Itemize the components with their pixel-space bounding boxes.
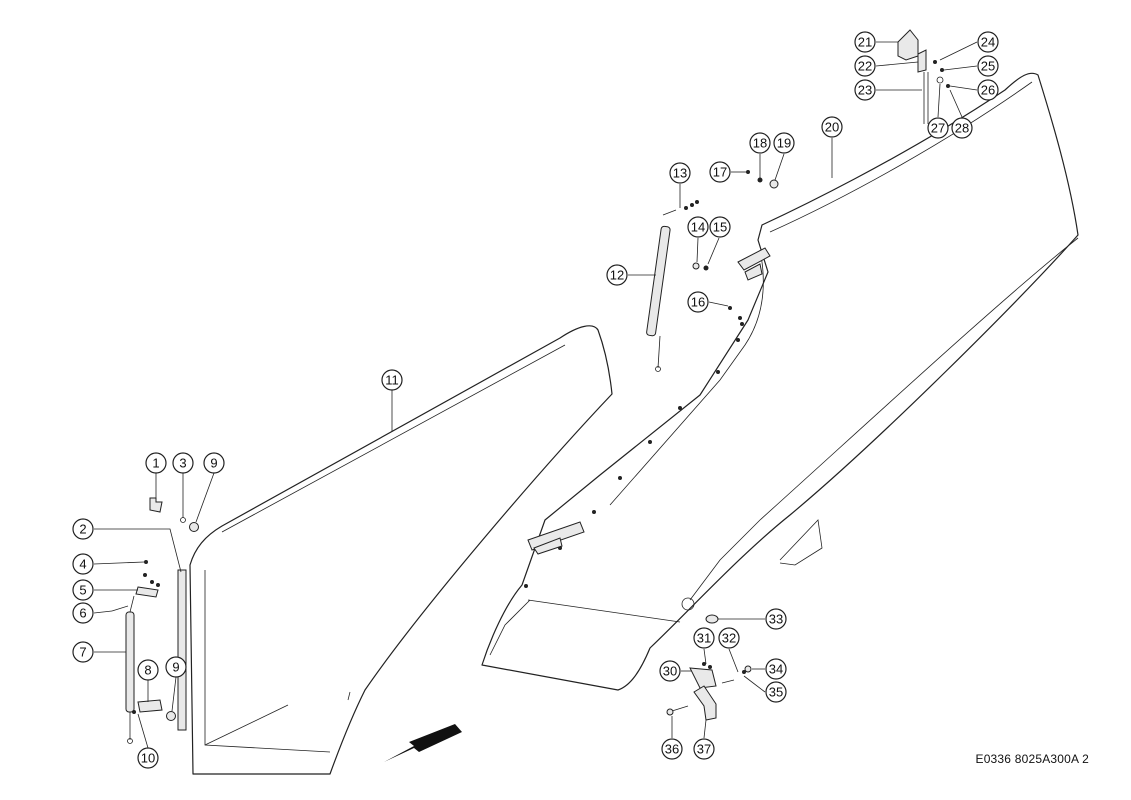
svg-text:4: 4 xyxy=(79,557,86,572)
direction-arrow xyxy=(384,724,462,762)
svg-text:8: 8 xyxy=(144,663,151,678)
callout-17: 17 xyxy=(709,161,731,183)
callout-26a: 26 xyxy=(977,79,999,101)
callout-31: 31 xyxy=(693,627,715,649)
svg-text:11: 11 xyxy=(385,373,399,388)
svg-text:1: 1 xyxy=(152,456,159,471)
callout-11: 11 xyxy=(381,369,403,391)
gas-strut-lower xyxy=(125,595,135,744)
callout-12: 12 xyxy=(606,264,628,286)
svg-text:24: 24 xyxy=(981,35,995,50)
callout-14: 14 xyxy=(687,216,709,238)
drawing-reference-code: E0336 8025A300A 2 xyxy=(975,752,1089,766)
gas-strut-upper xyxy=(646,209,677,372)
callout-24: 24 xyxy=(977,31,999,53)
callout-37: 37 xyxy=(693,738,715,760)
callout-9a: 9 xyxy=(203,452,225,474)
svg-text:18: 18 xyxy=(753,136,767,151)
callout-28: 28 xyxy=(951,117,973,139)
svg-text:22: 22 xyxy=(858,59,872,74)
svg-text:9: 9 xyxy=(172,660,179,675)
svg-text:2: 2 xyxy=(79,522,86,537)
callout-23: 23 xyxy=(854,79,876,101)
hardware-mid-right xyxy=(684,170,779,326)
hardware-left xyxy=(111,497,199,721)
svg-text:10: 10 xyxy=(141,751,155,766)
svg-text:21: 21 xyxy=(858,35,872,50)
svg-text:35: 35 xyxy=(769,685,783,700)
svg-text:23: 23 xyxy=(858,83,872,98)
callout-35: 35 xyxy=(765,681,787,703)
callout-27: 27 xyxy=(927,117,949,139)
right-side-panel xyxy=(481,72,1079,691)
callout-20: 20 xyxy=(821,116,843,138)
leader-lines xyxy=(93,41,978,749)
callout-30: 30 xyxy=(659,660,681,682)
callout-34: 34 xyxy=(765,658,787,680)
svg-text:25: 25 xyxy=(981,59,995,74)
callout-22: 22 xyxy=(854,55,876,77)
callout-8: 8 xyxy=(137,659,159,681)
svg-text:37: 37 xyxy=(697,742,711,757)
callout-1: 1 xyxy=(145,452,167,474)
svg-text:9: 9 xyxy=(210,456,217,471)
svg-text:27: 27 xyxy=(931,121,945,136)
svg-text:12: 12 xyxy=(610,268,624,283)
callout-13: 13 xyxy=(669,162,691,184)
svg-text:31: 31 xyxy=(697,631,711,646)
callout-7: 7 xyxy=(72,641,94,663)
callout-15: 15 xyxy=(709,216,731,238)
lower-hinge xyxy=(527,521,585,555)
svg-text:30: 30 xyxy=(663,664,677,679)
callout-2: 2 xyxy=(72,518,94,540)
svg-text:3: 3 xyxy=(179,456,186,471)
left-side-panel xyxy=(189,325,613,775)
svg-text:19: 19 xyxy=(777,136,791,151)
callout-3: 3 xyxy=(172,452,194,474)
svg-text:36: 36 xyxy=(665,742,679,757)
callout-19: 19 xyxy=(773,132,795,154)
upper-hinge xyxy=(737,247,771,281)
svg-text:17: 17 xyxy=(713,165,727,180)
callout-9b: 9 xyxy=(165,656,187,678)
callout-36: 36 xyxy=(661,738,683,760)
callout-18: 18 xyxy=(749,132,771,154)
callout-4: 4 xyxy=(72,553,94,575)
svg-text:16: 16 xyxy=(691,295,705,310)
hardware-bottom-right xyxy=(666,614,752,721)
callout-33: 33 xyxy=(765,608,787,630)
svg-text:32: 32 xyxy=(722,631,736,646)
callout-5: 5 xyxy=(72,579,94,601)
svg-text:28: 28 xyxy=(955,121,969,136)
svg-text:34: 34 xyxy=(769,662,783,677)
callout-6: 6 xyxy=(72,602,94,624)
callout-10: 10 xyxy=(137,747,159,769)
svg-text:6: 6 xyxy=(79,606,86,621)
svg-text:15: 15 xyxy=(713,220,727,235)
vertical-strip xyxy=(177,569,187,731)
svg-text:26: 26 xyxy=(981,83,995,98)
svg-text:7: 7 xyxy=(79,645,86,660)
callout-21: 21 xyxy=(854,31,876,53)
hardware-top-right xyxy=(897,29,950,124)
callout-25: 25 xyxy=(977,55,999,77)
callout-32: 32 xyxy=(718,627,740,649)
svg-text:20: 20 xyxy=(825,120,839,135)
svg-text:14: 14 xyxy=(691,220,705,235)
callout-16: 16 xyxy=(687,291,709,313)
svg-text:13: 13 xyxy=(673,166,687,181)
svg-text:33: 33 xyxy=(769,612,783,627)
svg-text:5: 5 xyxy=(79,583,86,598)
